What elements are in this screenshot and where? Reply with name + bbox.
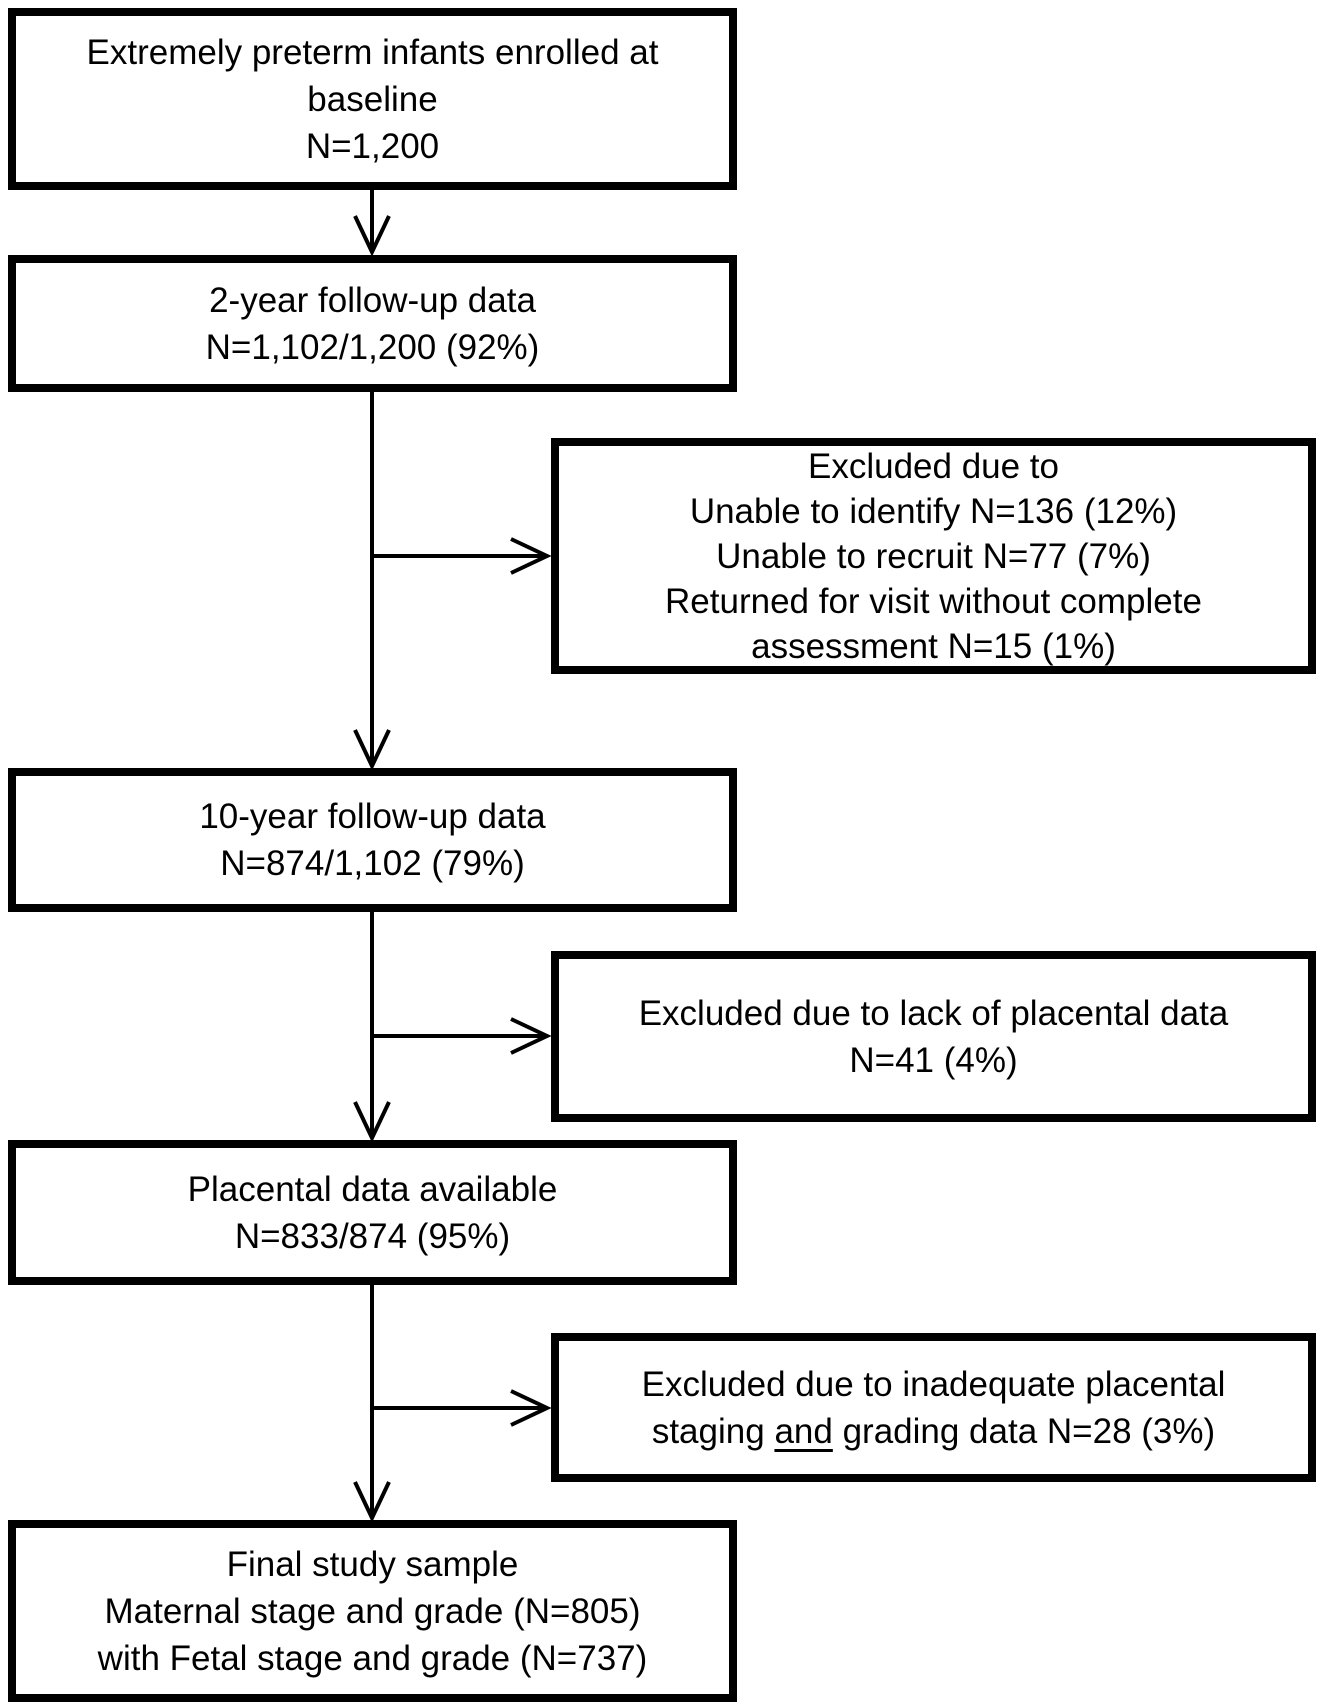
arrow-branch-to-excluded-placental: [372, 1017, 552, 1055]
placental-available-label: Placental data available: [187, 1169, 558, 1209]
arrow-branch-to-excluded-staging: [372, 1389, 552, 1427]
final-sample-fetal-count: with Fetal stage and grade (N=737): [97, 1638, 648, 1678]
excluded-staging-line-2: staging and grading data N=28 (3%): [569, 1408, 1298, 1455]
excluded-staging-line-2-pre: staging: [651, 1411, 765, 1451]
box-final-sample: Final study sample Maternal stage and gr…: [8, 1520, 737, 1702]
excluded-2year-title: Excluded due to: [807, 446, 1059, 486]
box-excluded-2year: Excluded due to Unable to identify N=136…: [551, 438, 1316, 674]
excluded-staging-and-underlined: and: [774, 1411, 833, 1451]
followup-10year-label: 10-year follow-up data: [199, 797, 546, 836]
followup-2year-label: 2-year follow-up data: [209, 280, 536, 320]
placental-available-count: N=833/874 (95%): [234, 1216, 511, 1256]
followup-2year-count: N=1,102/1,200 (92%): [205, 327, 540, 367]
excluded-staging-line-2-post: grading data N=28 (3%): [842, 1411, 1216, 1451]
arrow-2year-to-10year: [353, 392, 391, 771]
arrow-placental-to-final: [353, 1285, 391, 1523]
box-excluded-placental: Excluded due to lack of placental data N…: [551, 951, 1316, 1122]
box-10year-followup: 10-year follow-up data N=874/1,102 (79%): [8, 768, 737, 912]
excluded-staging-line-1: Excluded due to inadequate placental: [641, 1364, 1226, 1404]
final-sample-maternal-count: Maternal stage and grade (N=805): [104, 1591, 641, 1631]
excluded-placental-count: N=41 (4%): [849, 1040, 1018, 1080]
arrow-baseline-to-2year: [353, 190, 391, 257]
box-2year-followup: 2-year follow-up data N=1,102/1,200 (92%…: [8, 255, 737, 392]
arrow-10year-to-placental: [353, 912, 391, 1143]
final-sample-title: Final study sample: [226, 1544, 519, 1584]
box-excluded-staging: Excluded due to inadequate placental sta…: [551, 1333, 1316, 1482]
excluded-placental-label: Excluded due to lack of placental data: [638, 993, 1229, 1033]
box-baseline-enrollment: Extremely preterm infants enrolled at ba…: [8, 8, 737, 190]
excluded-2year-reason-2: Unable to recruit N=77 (7%): [716, 536, 1151, 576]
baseline-line-1: Extremely preterm infants enrolled at: [86, 32, 659, 72]
excluded-2year-reason-1: Unable to identify N=136 (12%): [689, 491, 1178, 531]
excluded-2year-reason-3: Returned for visit without complete: [665, 581, 1202, 621]
box-placental-available: Placental data available N=833/874 (95%): [8, 1140, 737, 1285]
baseline-line-2: baseline: [307, 79, 438, 119]
excluded-2year-reason-3-cont: assessment N=15 (1%): [751, 626, 1116, 666]
followup-10year-count: N=874/1,102 (79%): [220, 844, 525, 883]
arrow-branch-to-excluded-2year: [372, 537, 552, 575]
baseline-count: N=1,200: [305, 126, 440, 166]
